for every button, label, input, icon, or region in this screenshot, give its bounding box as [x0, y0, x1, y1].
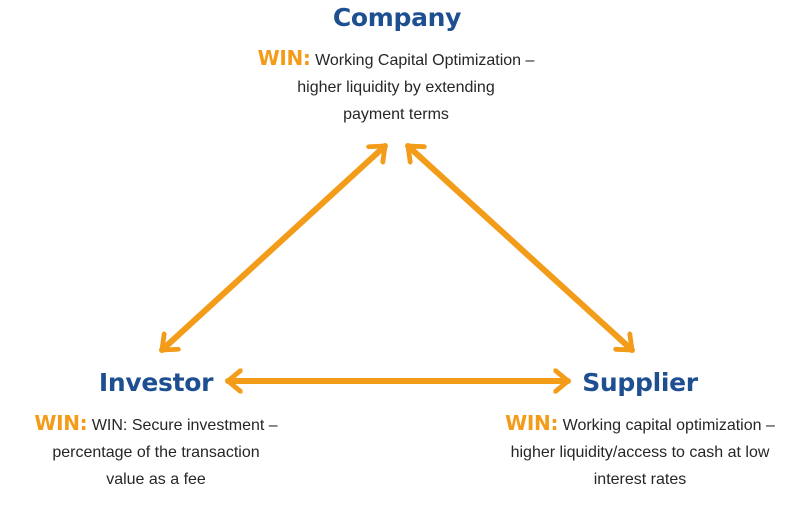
company-supplier-arrow	[405, 143, 635, 353]
investor-line-2: percentage of the transaction	[52, 444, 260, 461]
investor-line-1: WIN: WIN: Secure investment –	[34, 410, 277, 439]
company-investor-arrow	[159, 143, 388, 353]
supplier-line-3: interest rates	[593, 471, 687, 488]
supplier-win-label: WIN:	[505, 411, 559, 435]
supplier-text-1: Working capital optimization –	[562, 417, 775, 434]
company-description: WIN: Working Capital Optimization – high…	[258, 45, 535, 128]
company-line-3: payment terms	[343, 106, 449, 123]
investor-text-1: WIN: Secure investment –	[91, 417, 278, 434]
investor-title: Investor	[98, 368, 214, 397]
supplier-line-1: WIN: Working capital optimization –	[505, 410, 775, 439]
investor-line-3: value as a fee	[106, 471, 206, 488]
company-line-1: WIN: Working Capital Optimization –	[258, 45, 535, 74]
company-win-label: WIN:	[257, 46, 311, 70]
supplier-title: Supplier	[582, 368, 698, 397]
company-title: Company	[332, 3, 462, 32]
investor-description: WIN: WIN: Secure investment – percentage…	[34, 410, 277, 493]
company-text-1: Working Capital Optimization –	[315, 52, 535, 69]
supplier-line-2: higher liquidity/access to cash at low	[510, 444, 770, 461]
investor-win-label: WIN:	[34, 411, 88, 435]
company-line-2: higher liquidity by extending	[297, 79, 495, 96]
supplier-description: WIN: Working capital optimization – high…	[505, 410, 775, 493]
